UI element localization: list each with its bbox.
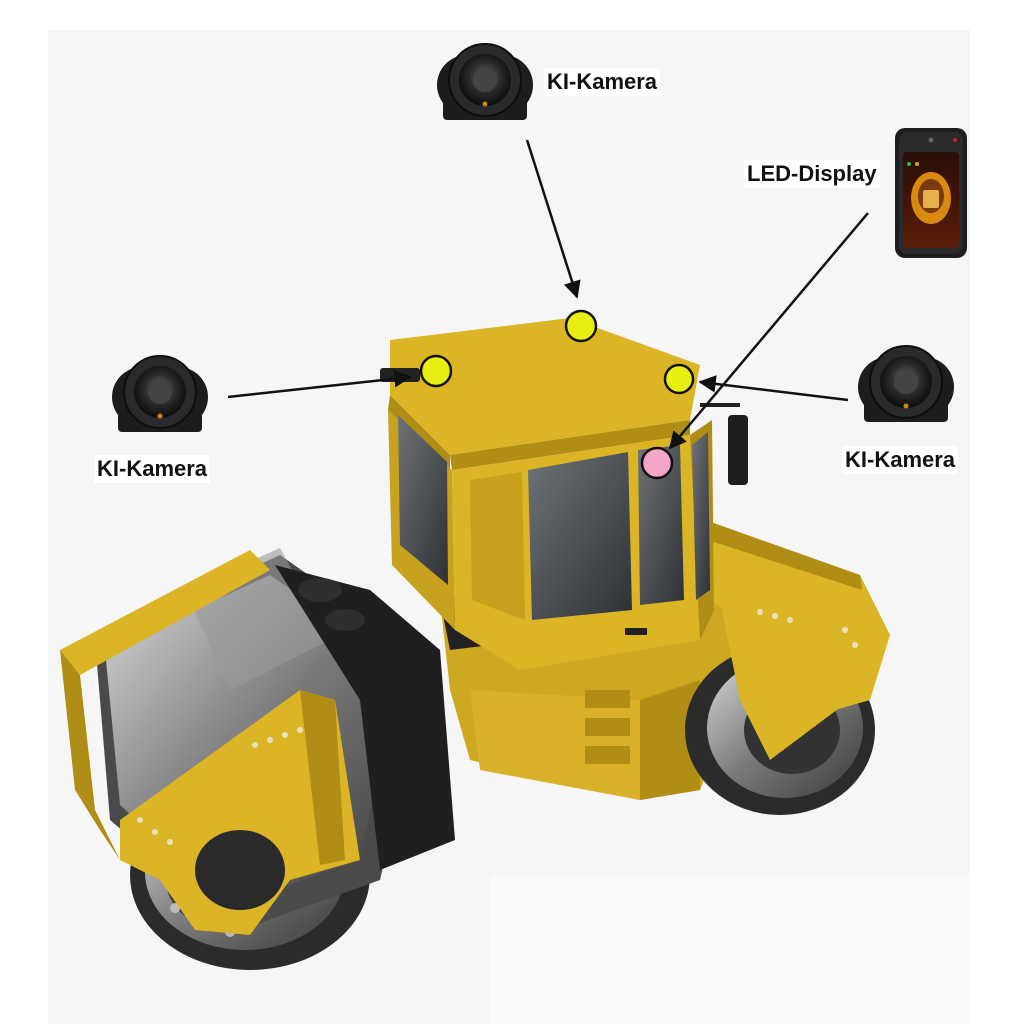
engine-block bbox=[275, 565, 455, 870]
display-marker bbox=[640, 446, 674, 480]
camera-left-icon bbox=[112, 355, 208, 432]
label-camera-top: KI-Kamera bbox=[544, 68, 661, 96]
road-roller-illustration bbox=[60, 318, 890, 970]
camera-marker-left bbox=[419, 354, 453, 388]
pointer-arrows bbox=[227, 139, 869, 450]
rear-frame bbox=[705, 520, 890, 760]
camera-top-icon bbox=[437, 43, 533, 120]
camera-marker-right bbox=[663, 363, 695, 395]
label-camera-right: KI-Kamera bbox=[842, 446, 959, 474]
operator-cab bbox=[380, 318, 748, 670]
camera-right-icon bbox=[858, 345, 954, 422]
arrow-led-display bbox=[668, 212, 869, 450]
camera-marker-top bbox=[564, 309, 598, 343]
position-markers bbox=[419, 309, 695, 480]
arrow-top-camera bbox=[525, 139, 581, 299]
background-panel-lower bbox=[490, 875, 970, 1024]
front-frame bbox=[60, 550, 360, 935]
label-led-display: LED-Display bbox=[744, 160, 880, 188]
arrow-left-camera bbox=[227, 370, 412, 399]
label-camera-left: KI-Kamera bbox=[94, 455, 211, 483]
led-display-icon bbox=[895, 128, 967, 258]
